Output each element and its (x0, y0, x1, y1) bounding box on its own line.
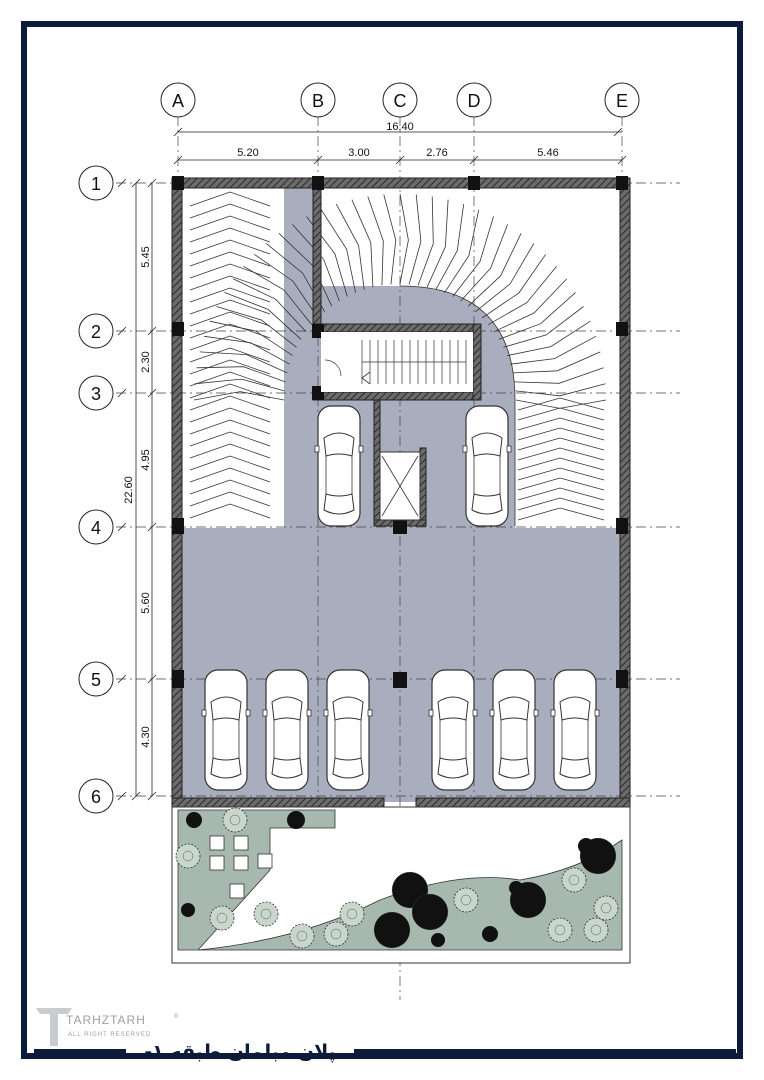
column-axis-e: E (604, 82, 640, 118)
row-dim-56: 4.30 (140, 726, 152, 747)
column-axis-a: A (160, 82, 196, 118)
walls (171, 177, 631, 808)
row-dim-45: 5.60 (140, 592, 152, 613)
column-axis-c: C (382, 82, 418, 118)
column-axis-label: A (172, 91, 184, 111)
column-axis-label: C (394, 91, 407, 111)
row-axis-label: 2 (91, 322, 101, 342)
row-axis-label: 5 (91, 670, 101, 690)
outer-frame (21, 21, 743, 1059)
stair (321, 332, 473, 392)
row-axis-4: 4 (78, 509, 114, 545)
title-bar-left (34, 1049, 126, 1055)
ramp-curve-zone (318, 186, 622, 528)
column-axis-label: B (312, 91, 324, 111)
row-axis-label: 3 (91, 384, 101, 404)
row-axis-markers: 1 2 3 4 5 6 (78, 165, 114, 814)
row-axis-5: 5 (78, 661, 114, 697)
svg-text:ALL RIGHT RESERVED: ALL RIGHT RESERVED (68, 1032, 151, 1038)
row-axis-label: 1 (91, 174, 101, 194)
col-dim-de: 5.46 (537, 147, 558, 159)
column-axis-markers: A B C D E (160, 82, 640, 118)
front-garden (171, 806, 631, 964)
ramp-left-pattern (189, 191, 271, 519)
svg-text:®: ® (174, 1013, 179, 1020)
column-axis-label: E (616, 91, 628, 111)
col-dim-cd: 2.76 (426, 147, 447, 159)
row-dim-34: 4.95 (140, 449, 152, 470)
ramp-left-zone (180, 186, 284, 528)
overall-width-dim: 16.40 (386, 121, 414, 133)
dimension-lines (117, 127, 627, 801)
column-axis-b: B (300, 82, 336, 118)
row-axis-label: 6 (91, 787, 101, 807)
row-axis-1: 1 (78, 165, 114, 201)
plan-title: پلان مبلمان طبقه ۱- (144, 1041, 335, 1063)
elevator-shaft (379, 451, 421, 521)
column-axis-d: D (456, 82, 492, 118)
overall-depth-dim: 22.60 (123, 476, 135, 504)
title-bar-right (354, 1049, 736, 1055)
structural-columns (172, 176, 628, 688)
brand-logo: TARHZTARH ALL RIGHT RESERVED ® (36, 1008, 179, 1046)
column-axis-label: D (468, 91, 481, 111)
row-axis-6: 6 (78, 778, 114, 814)
row-axis-2: 2 (78, 313, 114, 349)
col-dim-bc: 3.00 (348, 147, 369, 159)
row-dim-12: 5.45 (140, 246, 152, 267)
row-axis-3: 3 (78, 375, 114, 411)
ramp-curved-pattern (193, 193, 607, 526)
svg-text:TARHZTARH: TARHZTARH (66, 1013, 146, 1027)
row-dim-23: 2.30 (140, 351, 152, 372)
col-dim-ab: 5.20 (237, 147, 258, 159)
row-axis-label: 4 (91, 518, 101, 538)
